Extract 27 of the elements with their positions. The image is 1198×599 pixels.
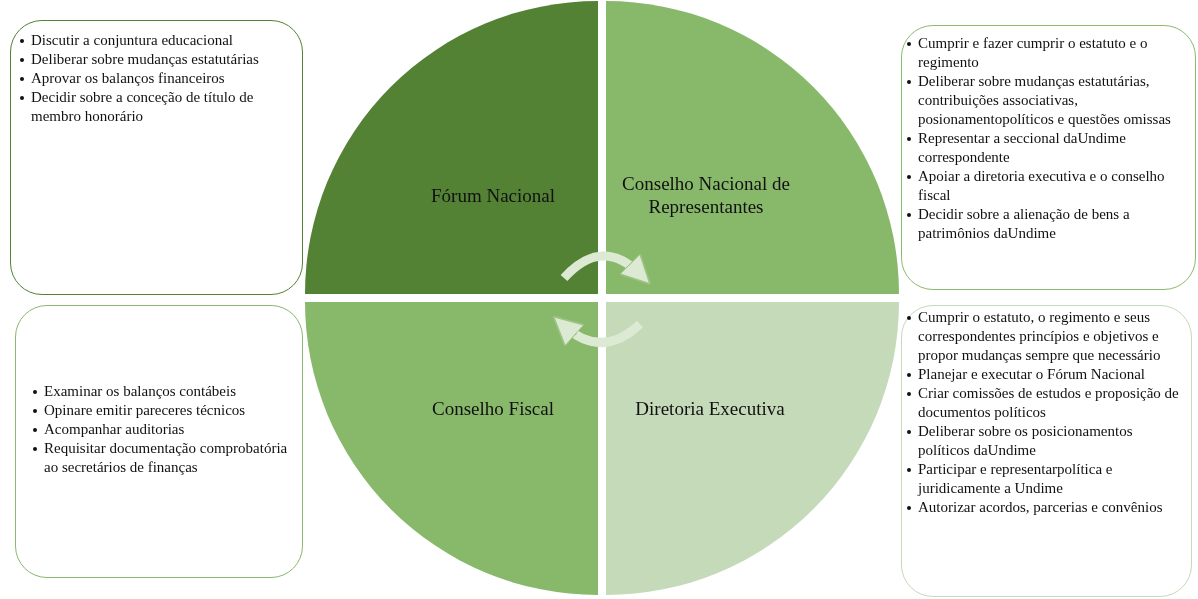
bullet-text: Deliberar sobre mudanças estatutárias xyxy=(31,51,259,67)
text-card xyxy=(10,20,303,295)
bullet-text: Autorizar acordos, parcerias e convênios xyxy=(918,499,1163,515)
bullet-text: Cumprir o estatuto, o regimento e seus correspondentes princípios e objetivos e propor mudanças sempre que necessário xyxy=(918,309,1161,363)
bullet-text: Acompanhar auditorias xyxy=(44,421,185,437)
bullet-text: Planejar e executar o Fórum Nacional xyxy=(918,366,1145,382)
quadrant-label: Conselho Nacional de Representantes xyxy=(621,172,791,218)
bullet-text: Opinare emitir pareceres técnicos xyxy=(44,402,246,418)
bullet-text: Criar comissões de estudos e proposição de documentos políticos xyxy=(918,385,1179,420)
bullet-text: Requisitar documentação comprobatória ao secretários de finanças xyxy=(44,440,288,475)
bullet-text: Participar e representarpolítica e juridicamente a Undime xyxy=(918,461,1113,496)
bullet-text: Representar a seccional daUndime correspondente xyxy=(918,130,1126,165)
text-card xyxy=(901,25,1196,290)
bullet-text: Deliberar sobre os posicionamentos políticos daUndime xyxy=(918,423,1133,458)
quadrant-label: Conselho Fiscal xyxy=(432,396,554,420)
bullet-text: Decidir sobre a conceção de título de membro honorário xyxy=(31,89,254,124)
text-card xyxy=(15,305,303,578)
bullet-text: Decidir sobre a alienação de bens a patrimônios daUndime xyxy=(918,206,1130,241)
bullet-text: Apoiar a diretoria executiva e o conselho fiscal xyxy=(918,168,1165,203)
quadrant-label: Diretoria Executiva xyxy=(635,396,785,420)
text-card xyxy=(901,305,1192,597)
bullet-text: Discutir a conjuntura educacional xyxy=(31,32,233,48)
bullet-text: Deliberar sobre mudanças estatutárias, contribuições associativas, posionamentopolíticos e questões omissas xyxy=(918,73,1171,127)
bullet-text: Examinar os balanços contábeis xyxy=(44,383,237,399)
quadrant-label: Fórum Nacional xyxy=(431,183,555,207)
bullet-text: Cumprir e fazer cumprir o estatuto e o regimento xyxy=(918,35,1148,70)
bullet-text: Aprovar os balanços financeiros xyxy=(31,70,225,86)
